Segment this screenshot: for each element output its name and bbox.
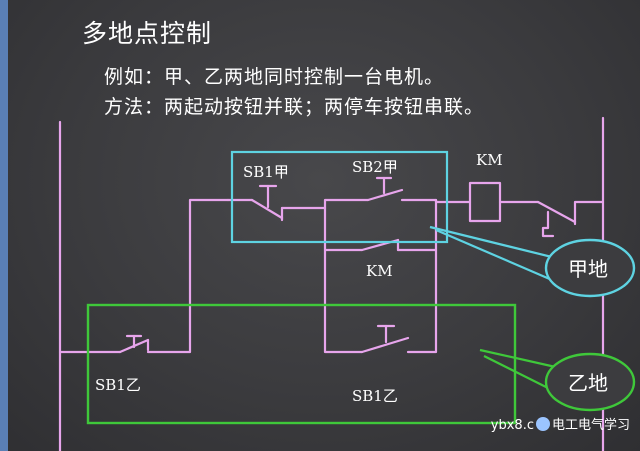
jia-region-box: [230, 150, 449, 244]
wire-upper-branch: [323, 198, 370, 210]
yi-callout-bubble: [544, 352, 636, 412]
jia-callout-pointer-2: [435, 228, 553, 282]
watermark: ybx8.c 电工电气学习: [491, 414, 630, 433]
wire-lower-branch-left: [323, 248, 364, 354]
yi-region-box: [86, 303, 517, 425]
watermark-site: ybx8.c: [490, 418, 534, 433]
sb1-yi-start-contact: [360, 324, 410, 354]
km-coil: [468, 181, 502, 223]
jia-callout-bubble: [544, 238, 636, 298]
label-sb1-jia: SB1甲: [243, 163, 289, 181]
callout-jia-text: 甲地: [568, 257, 608, 281]
sb2-jia-start-contact: [366, 176, 404, 202]
label-km-contact: KM: [366, 262, 393, 280]
wire-lower-branch-right: [406, 248, 438, 354]
example-text: 例如：甲、乙两地同时控制一台电机。: [104, 66, 445, 88]
label-sb1-yi-stop: SB1乙: [95, 376, 141, 394]
thermal-relay-contact: [536, 200, 577, 238]
wire-thermal-to-rail: [573, 200, 605, 214]
yi-callout-pointer-2: [483, 355, 557, 393]
method-text: 方法：两起动按钮并联；两停车按钮串联。: [104, 96, 485, 118]
watermark-account: 电工电气学习: [551, 418, 630, 433]
jia-callout-pointer: [429, 225, 557, 260]
sb1-jia-stop-contact: [226, 184, 284, 222]
label-km-coil: KM: [476, 151, 503, 169]
wire-sb1yi-to-riser: [146, 198, 230, 354]
wechat-logo-icon: [535, 417, 550, 431]
left-accent-strip: [0, 0, 8, 451]
yi-callout-pointer: [479, 348, 561, 370]
sb1-yi-stop-contact: [118, 334, 150, 354]
label-sb1-yi-start: SB1乙: [352, 387, 398, 405]
callout-yi-text: 乙地: [568, 371, 608, 395]
label-sb2-jia: SB2甲: [352, 158, 398, 176]
slide-title: 多地点控制: [82, 19, 213, 48]
wire-km-branch-left: [323, 206, 364, 252]
